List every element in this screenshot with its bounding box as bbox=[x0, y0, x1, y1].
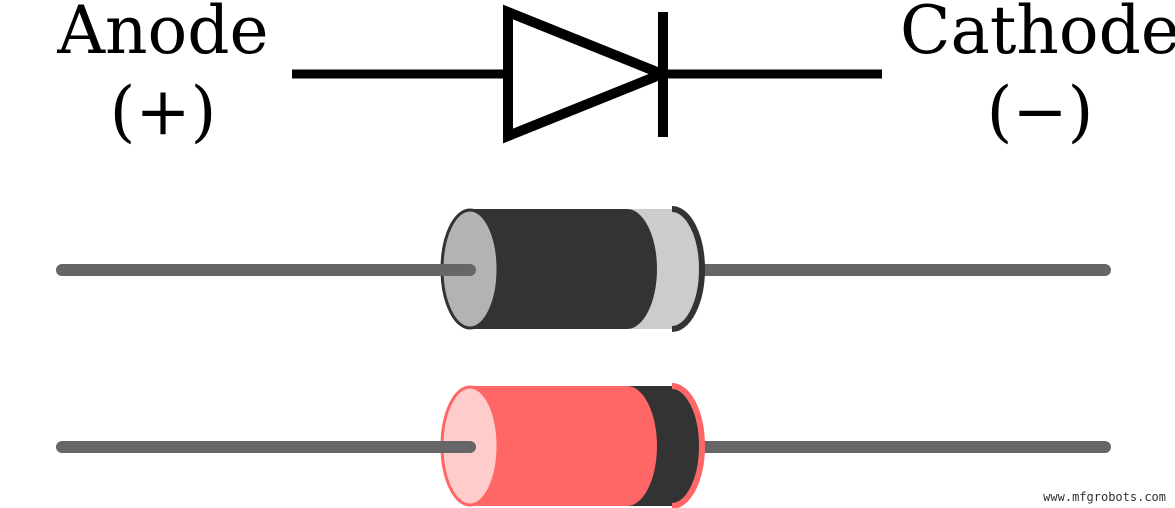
anode-label: Anode bbox=[56, 0, 268, 69]
diode-component-dark bbox=[56, 206, 1111, 332]
symbol-triangle bbox=[503, 4, 676, 144]
cathode-sign-label: (−) bbox=[987, 73, 1094, 150]
diode-component-red bbox=[56, 383, 1111, 508]
watermark: www.mfgrobots.com bbox=[1043, 490, 1166, 504]
cathode-label: Cathode bbox=[900, 0, 1175, 69]
body bbox=[470, 386, 657, 506]
cathode-band-edge bbox=[671, 383, 705, 508]
cathode-band-edge bbox=[671, 206, 705, 332]
body bbox=[470, 209, 657, 329]
diode-symbol bbox=[292, 4, 882, 144]
anode-sign-label: (+) bbox=[110, 73, 217, 150]
